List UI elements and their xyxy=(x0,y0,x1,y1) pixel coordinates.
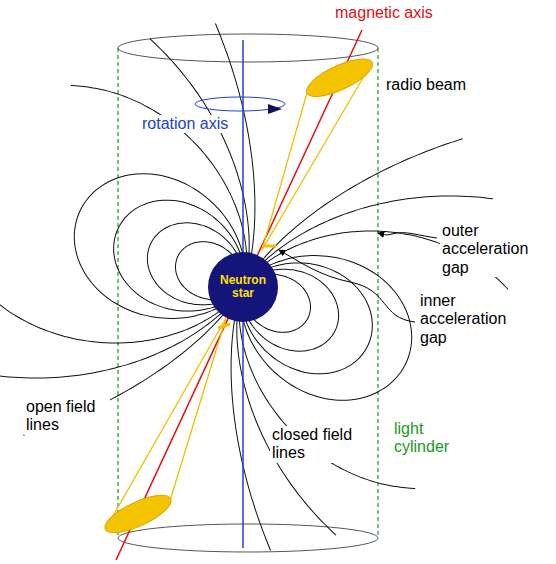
cylinder-wall xyxy=(377,48,378,538)
cylinder-bottom xyxy=(118,524,378,552)
field-line xyxy=(0,236,222,452)
gap-label: inner acceleration gap xyxy=(418,292,522,347)
cylinder-top xyxy=(118,34,378,62)
beam-cone xyxy=(262,93,307,250)
beam-cone xyxy=(171,318,226,499)
leader-line xyxy=(279,250,415,322)
radio-beam xyxy=(302,52,377,104)
leader-line xyxy=(378,233,437,238)
axis-label: magnetic axis xyxy=(333,4,435,22)
inner-gap xyxy=(218,324,230,328)
field-line xyxy=(133,23,334,255)
region-label: closed field lines xyxy=(270,426,358,463)
magnetic-axis xyxy=(116,30,362,560)
cylinder-wall xyxy=(117,48,118,538)
radio-beam xyxy=(100,488,175,540)
neutron-star: Neutron star xyxy=(208,252,278,322)
field-line xyxy=(0,213,220,394)
star-name: Neutron star xyxy=(215,274,271,300)
gap-label: outer acceleration gap xyxy=(440,222,544,277)
axis-label: rotation axis xyxy=(140,115,230,133)
rotation-arrowhead xyxy=(268,104,282,114)
inner-gap xyxy=(262,245,276,248)
field-line xyxy=(85,39,314,255)
cylinder-label: light cylinder xyxy=(392,420,476,457)
beam-label: radio beam xyxy=(384,76,468,94)
region-label: open field lines xyxy=(24,398,110,435)
